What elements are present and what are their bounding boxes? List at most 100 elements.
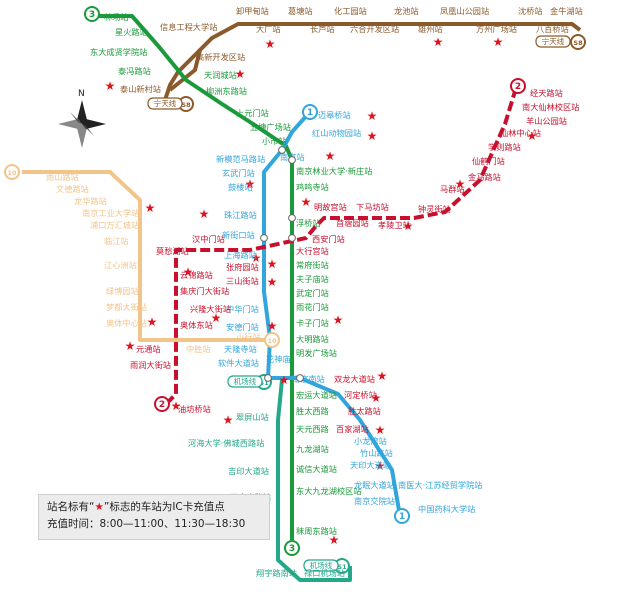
line-2-track bbox=[162, 87, 518, 408]
line-badge-b2top: 2 bbox=[510, 78, 526, 94]
line-badge-b3bot: 3 bbox=[284, 540, 300, 556]
station-label-l10-8: 绿博园站 bbox=[106, 286, 139, 296]
station-label-l3-14: 大行宫站 bbox=[296, 246, 329, 256]
station-label-l1-21: 天印大道站 bbox=[350, 460, 391, 470]
station-label-l2-21: 奥体东站 bbox=[180, 320, 213, 330]
station-label-l4-4: 化工园站 bbox=[334, 6, 367, 16]
ic-card-star-icon: ★ bbox=[145, 201, 156, 215]
station-label-l1-24: 南京交院站 bbox=[354, 496, 395, 506]
ic-card-star-icon: ★ bbox=[333, 313, 344, 327]
station-label-l10-12: 中胜站 bbox=[186, 344, 211, 354]
ic-card-star-icon: ★ bbox=[329, 533, 340, 547]
station-label-l10-6: 临江站 bbox=[104, 236, 129, 246]
svg-text:2: 2 bbox=[159, 400, 165, 410]
station-label-l4-13: 方州广场站 bbox=[476, 24, 517, 34]
line-tag-s1mid: 机场线 bbox=[227, 375, 263, 388]
svg-text:N: N bbox=[78, 89, 85, 99]
station-label-l3-3: 东大成贤学院站 bbox=[90, 47, 147, 57]
line-badge-b10mid: 10 bbox=[264, 332, 280, 348]
station-label-l2-9: 钟灵街站 bbox=[418, 204, 451, 214]
station-label-l10-11: 小行站 bbox=[236, 332, 261, 342]
svg-text:3: 3 bbox=[289, 544, 295, 554]
ic-card-star-icon: ★ bbox=[245, 177, 256, 191]
ic-card-star-icon: ★ bbox=[211, 311, 222, 325]
station-label-l10-5: 浦口万汇城站 bbox=[90, 220, 139, 230]
station-label-l10-3: 龙华路站 bbox=[74, 196, 107, 206]
station-label-l2-14: 西安门站 bbox=[312, 234, 345, 244]
station-label-l3-23: 宏运大道站 bbox=[296, 390, 337, 400]
svg-text:3: 3 bbox=[89, 10, 95, 20]
station-label-l1-9: 三山街站 bbox=[226, 276, 259, 286]
notice-text-pre: 站名标有“ bbox=[47, 501, 95, 513]
station-label-l3-26: 九龙湖站 bbox=[296, 444, 329, 454]
line-tag-s8left: 宁天线 bbox=[147, 97, 183, 110]
station-label-l2-23: 雨润大街站 bbox=[130, 360, 171, 370]
ic-card-star-icon: ★ bbox=[265, 37, 276, 51]
station-label-l2-10: 孝陵卫站 bbox=[378, 220, 411, 230]
svg-text:S8: S8 bbox=[181, 101, 191, 109]
station-label-l2-19: 集庆门大街站 bbox=[180, 286, 229, 296]
ic-card-star-icon: ★ bbox=[223, 413, 234, 427]
svg-text:宁天线: 宁天线 bbox=[542, 36, 565, 46]
station-label-l1-13: 软件大道站 bbox=[218, 358, 259, 368]
line-badge-b2bot: 2 bbox=[154, 396, 170, 412]
station-label-l3-22: 南京南站 bbox=[292, 374, 325, 384]
station-label-l1-5: 鼓楼站 bbox=[228, 182, 253, 192]
station-label-l10-1: 雨山路站 bbox=[46, 172, 79, 182]
station-label-l3-6: 柳洲东路站 bbox=[206, 86, 247, 96]
station-label-l2-15: 汉中门站 bbox=[192, 234, 225, 244]
transfer-station-dot bbox=[296, 374, 304, 382]
station-label-l4-3: 葛塘站 bbox=[288, 6, 313, 16]
ic-card-star-icon: ★ bbox=[375, 423, 386, 437]
station-label-l4-7: 沈桥站 bbox=[518, 6, 543, 16]
station-label-l1-4: 玄武门站 bbox=[222, 168, 255, 178]
ic-card-star-icon: ★ bbox=[375, 459, 386, 473]
ic-card-star-icon: ★ bbox=[251, 251, 262, 265]
line-tag-s1bot: 机场线 bbox=[303, 559, 339, 572]
ic-card-star-icon: ★ bbox=[199, 207, 210, 221]
line-badge-bS8a: S8 bbox=[570, 34, 586, 50]
ic-card-star-icon: ★ bbox=[267, 275, 278, 289]
transfer-station-dot bbox=[288, 234, 296, 242]
line-3-track bbox=[98, 14, 294, 540]
ic-card-star-icon: ★ bbox=[433, 35, 444, 49]
ic-card-star-icon: ★ bbox=[377, 369, 388, 383]
station-label-l2-8: 马群站 bbox=[440, 184, 465, 194]
station-label-l3-13: 浮桥站 bbox=[296, 218, 321, 228]
station-label-l3-15: 常府街站 bbox=[296, 260, 329, 270]
ic-card-star-icon: ★ bbox=[367, 109, 378, 123]
station-label-l3-27: 诚信大道站 bbox=[296, 464, 337, 474]
station-label-l1-1: 迈皋桥站 bbox=[318, 110, 351, 120]
station-label-l1-7: 新街口站 bbox=[222, 230, 255, 240]
station-label-l1-18: 百家湖站 bbox=[336, 424, 369, 434]
ic-card-star-icon: ★ bbox=[235, 67, 246, 81]
station-label-l1-12: 天隆寺站 bbox=[224, 344, 257, 354]
station-label-l3-21: 明发广场站 bbox=[296, 348, 337, 358]
notice-text-post: ”标志的车站为IC卡充值点 bbox=[103, 501, 225, 513]
station-label-l1-3: 新模范马路站 bbox=[216, 154, 265, 164]
station-label-l10-9: 梦都大街站 bbox=[106, 302, 147, 312]
ic-card-star-icon: ★ bbox=[325, 149, 336, 163]
station-label-l2-24: 油坊桥站 bbox=[178, 404, 211, 414]
svg-text:10: 10 bbox=[267, 337, 277, 345]
station-label-l2-12: 苜蓿园站 bbox=[336, 218, 369, 228]
station-label-l4-5: 龙池站 bbox=[394, 6, 419, 16]
station-label-l1-10: 中华门站 bbox=[226, 304, 259, 314]
station-labels: 林场站星火路站东大成贤学院站泰冯路站天润城站柳洲东路站上元门站五塘广场站小市站南… bbox=[46, 6, 583, 578]
line-tag-s8top: 宁天线 bbox=[535, 35, 571, 48]
ic-card-star-icon: ★ bbox=[493, 35, 504, 49]
station-label-l1-23: 南医大·江苏经贸学院站 bbox=[398, 480, 482, 490]
svg-text:机场线: 机场线 bbox=[310, 560, 333, 570]
station-label-s1-7: 禄口机场站 bbox=[304, 568, 345, 578]
station-label-l2-11: 下马坊站 bbox=[356, 202, 389, 212]
notice-star-icon: ★ bbox=[94, 501, 104, 513]
ic-card-star-icon: ★ bbox=[279, 373, 290, 387]
line-badge-b1top: 1 bbox=[302, 104, 318, 120]
station-label-l1-17: 胜太路站 bbox=[348, 406, 381, 416]
svg-text:S8: S8 bbox=[573, 39, 583, 47]
station-label-l2-16: 莫愁湖站 bbox=[156, 246, 189, 256]
station-label-l1-16: 河定桥站 bbox=[344, 390, 377, 400]
ic-card-star-icon: ★ bbox=[105, 79, 116, 93]
ic-card-star-icon: ★ bbox=[403, 219, 414, 233]
